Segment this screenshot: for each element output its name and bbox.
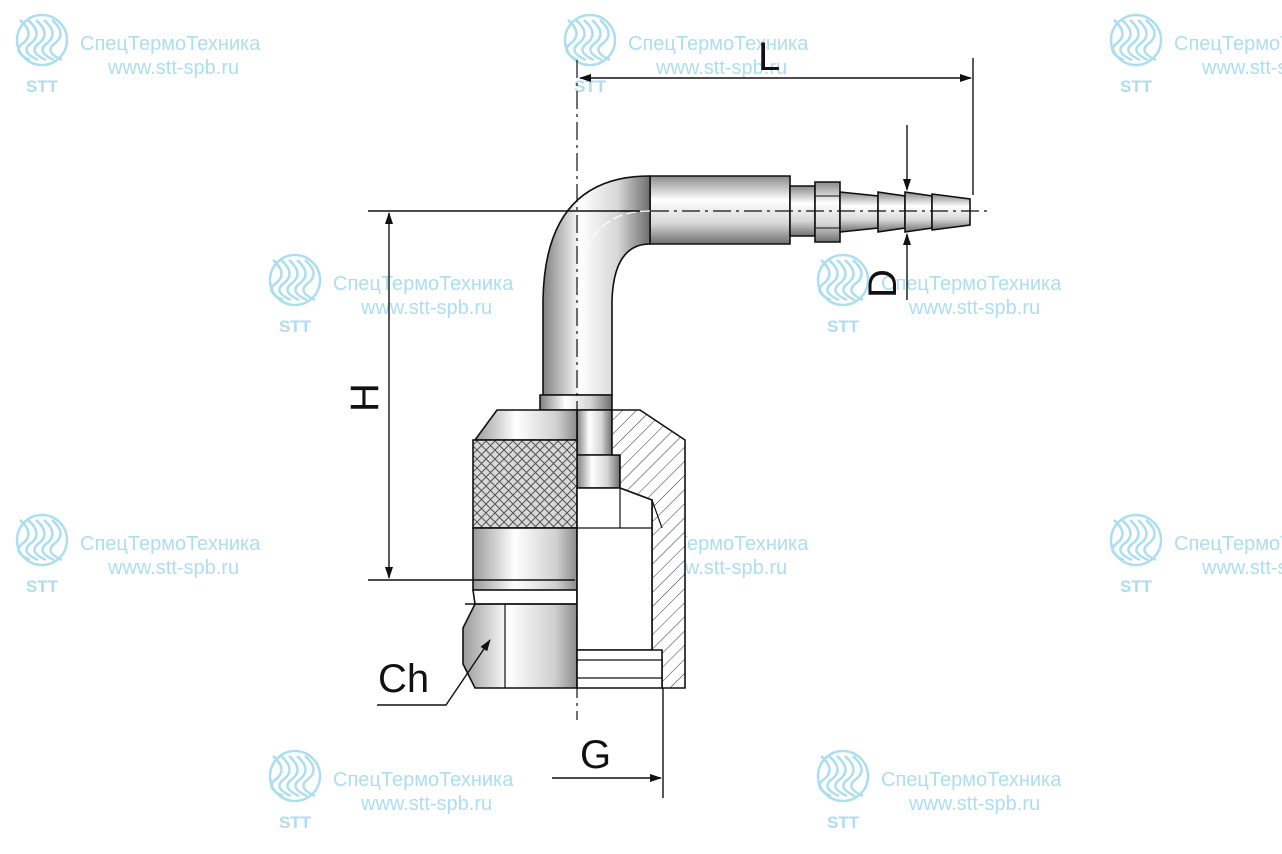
knurled-nut-top	[473, 409, 578, 441]
dimension-labels: L D H Ch G	[343, 35, 905, 777]
watermark-logo-text: STT	[1120, 577, 1153, 596]
fitting-part	[462, 60, 990, 720]
watermark-company: СпецТермоТехника	[881, 769, 1062, 791]
knurled-grip	[472, 439, 578, 529]
stem-collar	[576, 454, 621, 489]
watermark-logo-text: STT	[279, 813, 312, 832]
elbow-bend	[542, 175, 651, 396]
watermark-logo-text: STT	[827, 813, 860, 832]
watermark-url: www.stt-spb.ru	[360, 793, 492, 815]
stt-logo-icon	[268, 749, 322, 803]
stem-inner	[576, 409, 613, 456]
watermark-company: СпецТермоТехника	[333, 273, 514, 295]
watermark-logo-text: STT	[1120, 77, 1153, 96]
barb-ring-4	[904, 191, 933, 233]
stt-logo-icon	[1109, 513, 1163, 567]
watermark-logo-text: STT	[827, 317, 860, 336]
watermark-url: www.stt-spb.ru	[908, 297, 1040, 319]
watermark-logo-text: STT	[574, 77, 607, 96]
watermark-url: www.stt-spb.ru	[908, 793, 1040, 815]
watermark-company: СпецТермоТехника	[881, 273, 1062, 295]
hex-nut	[462, 603, 578, 689]
barb-tip	[931, 193, 971, 231]
watermark-url: www.stt-spb.ru	[655, 557, 787, 579]
label-H: H	[343, 383, 387, 412]
watermark-url: www.stt-spb.ru	[360, 297, 492, 319]
watermark-company: СпецТермоТехника	[1174, 533, 1282, 555]
stt-logo-icon	[268, 253, 322, 307]
watermark-company: СпецТермоТехника	[628, 33, 809, 55]
watermark-company: СпецТермоТехника	[80, 533, 261, 555]
watermark-logo-text: STT	[26, 77, 59, 96]
dimension-lines	[368, 58, 974, 798]
watermark-url: www.stt-spb.ru	[107, 57, 239, 79]
label-L: L	[758, 35, 780, 79]
vertical-stem	[539, 394, 613, 411]
watermark-company: СпецТермоТехника	[333, 769, 514, 791]
stt-logo-icon	[563, 13, 617, 67]
watermark-company: СпецТермоТехника	[80, 33, 261, 55]
watermark-url: www.stt-spb.ru	[107, 557, 239, 579]
stt-logo-icon	[15, 513, 69, 567]
label-D: D	[861, 269, 905, 298]
thread-bore	[576, 649, 663, 689]
horizontal-tube	[649, 175, 791, 245]
watermark-logo-text: STT	[26, 577, 59, 596]
bend-centerline	[577, 210, 651, 301]
watermark-url: www.stt-spb.ru	[1201, 57, 1282, 79]
watermark-url: www.stt-spb.ru	[655, 57, 787, 79]
watermark-company: СпецТермоТехника	[1174, 33, 1282, 55]
stt-logo-icon	[15, 13, 69, 67]
stt-logo-icon	[816, 253, 870, 307]
watermark-url: www.stt-spb.ru	[1201, 557, 1282, 579]
stt-logo-icon	[1109, 13, 1163, 67]
section-inner-bore	[576, 487, 653, 651]
barb-ring-1	[814, 181, 841, 243]
barb-ring-3	[877, 191, 906, 233]
barb-ring-2	[839, 191, 879, 233]
label-Ch: Ch	[378, 657, 429, 701]
label-G: G	[580, 733, 611, 777]
watermark-logo-text: STT	[279, 317, 312, 336]
stt-logo-icon	[816, 749, 870, 803]
